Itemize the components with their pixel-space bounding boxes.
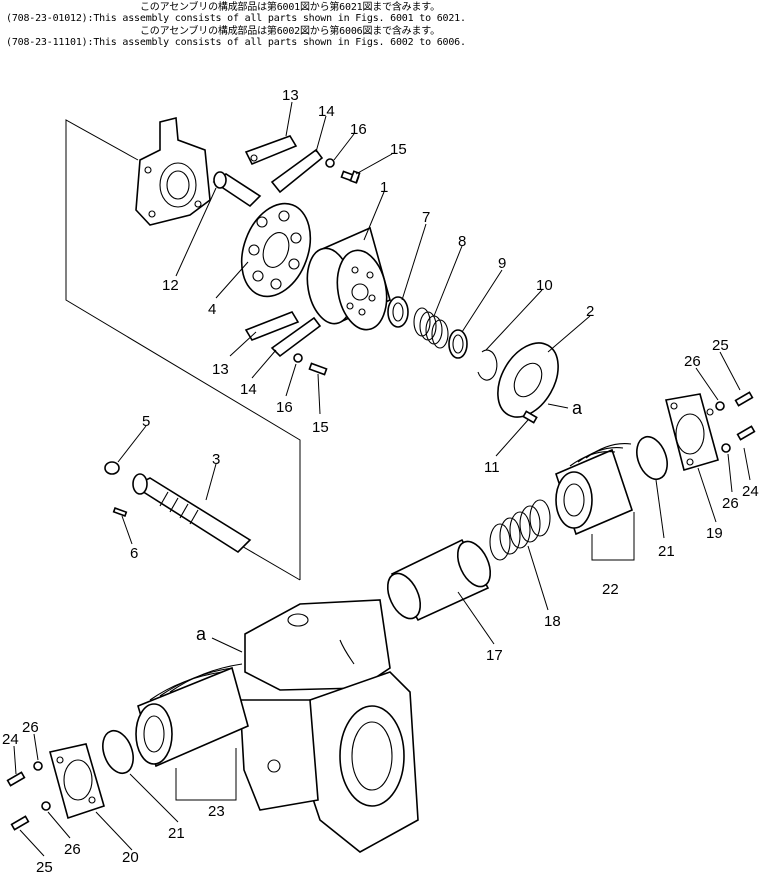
callout-11: 11 [484, 459, 500, 476]
part-18-spring [489, 499, 551, 561]
callout-25-left: 25 [36, 859, 53, 876]
callout-20: 20 [122, 849, 139, 866]
callout-17: 17 [486, 647, 503, 664]
callout-12: 12 [162, 277, 179, 294]
part-17-sleeve [386, 538, 492, 622]
part-13-link-upper [244, 135, 298, 166]
part-14-plate-upper [270, 148, 324, 194]
part-16-washer-upper [325, 158, 335, 168]
part-1-cylinder-block [306, 226, 391, 331]
part-24-bolt-left [6, 771, 26, 787]
part-19-cover-right [665, 393, 719, 472]
callout-26-left-bottom: 26 [64, 841, 81, 858]
callout-26-right-bottom: 26 [722, 495, 739, 512]
reference-a-right: a [572, 398, 583, 418]
callout-16-lower: 16 [276, 399, 293, 416]
callout-23: 23 [208, 803, 225, 820]
note-line-en-2: (708-23-11101):This assembly consists of… [6, 37, 466, 48]
main-housing [239, 599, 419, 853]
callout-3: 3 [212, 451, 220, 468]
part-7-washer [387, 296, 409, 328]
ref-arrow-a-left [211, 637, 243, 653]
callout-13-upper: 13 [282, 87, 299, 104]
callout-2: 2 [586, 303, 594, 320]
callout-15-upper: 15 [390, 141, 407, 158]
assembly-frame-lines [65, 119, 301, 581]
note-line-jp-2: このアセンブリの構成部品は第6002図から第6006図まで含みます。 [140, 26, 440, 37]
part-3-shaft [132, 473, 252, 554]
part-22-coil-unit-right [555, 443, 633, 536]
note-line-jp-1: このアセンブリの構成部品は第6001図から第6021図まで含みます。 [140, 2, 440, 13]
callout-9: 9 [498, 255, 506, 272]
part-23-coil-unit-left [135, 663, 249, 768]
callout-15-lower: 15 [312, 419, 329, 436]
callout-26-right-top: 26 [684, 353, 701, 370]
callout-6: 6 [130, 545, 138, 562]
part-21-o-ring-right [636, 435, 668, 481]
part-14-plate-lower [270, 316, 322, 358]
part-10-snap-ring [477, 349, 498, 381]
callout-8: 8 [458, 233, 466, 250]
part-26-washer-left-bottom [41, 801, 51, 811]
leader-lines [13, 101, 751, 857]
part-5-key [104, 461, 120, 475]
callout-1: 1 [380, 179, 388, 196]
part-2-plate [497, 342, 559, 418]
note-line-en-1: (708-23-01012):This assembly consists of… [6, 13, 466, 24]
part-26-washer-right-top [715, 401, 725, 411]
part-20-cover-left [49, 743, 105, 820]
callout-22: 22 [602, 581, 619, 598]
part-15-bolt-upper [340, 170, 361, 184]
part-26-washer-right-bottom [721, 443, 731, 453]
part-8-spring [413, 307, 449, 349]
callout-14-upper: 14 [318, 103, 335, 120]
part-26-washer-left-top [33, 761, 43, 771]
callout-5: 5 [142, 413, 150, 430]
part-25-bolt-left [10, 815, 30, 831]
part-15-bolt-lower [308, 362, 328, 376]
callout-10: 10 [536, 277, 553, 294]
callout-18: 18 [544, 613, 561, 630]
callout-4: 4 [208, 301, 216, 318]
callout-19: 19 [706, 525, 723, 542]
reference-a-left: a [196, 624, 207, 644]
valve-plate-housing [135, 116, 211, 226]
callout-25-right: 25 [712, 337, 729, 354]
callout-24-left: 24 [2, 731, 19, 748]
callout-13-lower: 13 [212, 361, 229, 378]
part-24-bolt-right [736, 425, 756, 441]
part-11-small-pin [522, 410, 538, 424]
part-25-bolt-right [734, 391, 754, 407]
part-13-link-lower [244, 311, 300, 341]
callout-16-upper: 16 [350, 121, 367, 138]
callout-24-right: 24 [742, 483, 759, 500]
callout-7: 7 [422, 209, 430, 226]
part-21-o-ring-left [102, 729, 134, 775]
callout-21-right: 21 [658, 543, 675, 560]
callout-labels: 1 2 3 4 5 6 7 8 9 10 11 12 13 13 14 14 1… [2, 87, 759, 876]
callout-26-left-top: 26 [22, 719, 39, 736]
callout-21-left: 21 [168, 825, 185, 842]
part-4-swash-plate [240, 202, 312, 298]
callout-14-lower: 14 [240, 381, 257, 398]
part-9-ring [448, 329, 468, 359]
part-12-pin [212, 171, 262, 208]
part-6-pin [112, 507, 128, 517]
ref-arrow-a-right [547, 403, 569, 409]
part-16-washer-lower [293, 353, 303, 363]
